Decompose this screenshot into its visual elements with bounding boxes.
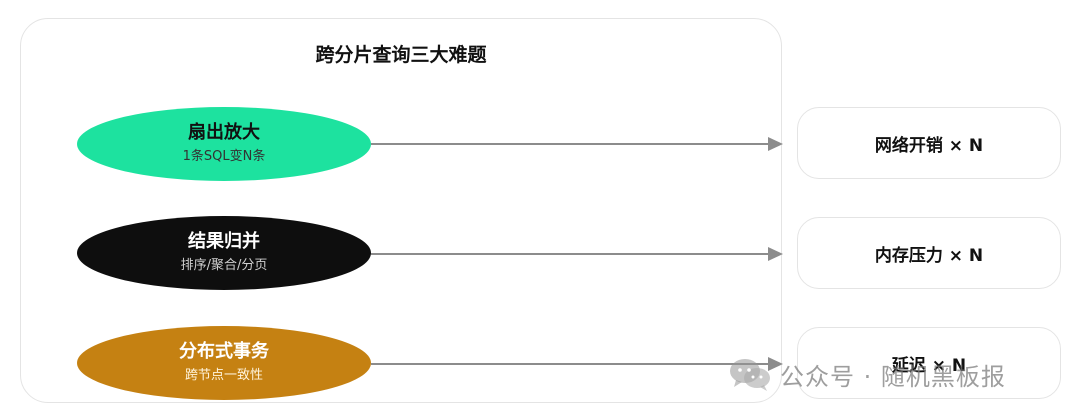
- arrow-head: [768, 247, 783, 261]
- wechat-icon: [730, 359, 770, 391]
- problem-label: 分布式事务: [179, 341, 269, 362]
- problem-ellipse-merge: 结果归并 排序/聚合/分页: [77, 216, 371, 290]
- watermark: 公众号 · 随机黑板报: [728, 356, 1006, 392]
- problem-label: 扇出放大: [188, 122, 260, 143]
- arrow-line: [371, 143, 770, 145]
- effect-box-latency: 延迟 × N: [797, 327, 1061, 399]
- problem-ellipse-transaction: 分布式事务 跨节点一致性: [77, 326, 371, 400]
- arrow-line: [371, 363, 770, 365]
- problem-label: 结果归并: [188, 231, 260, 252]
- watermark-text: 公众号 · 随机黑板报: [780, 362, 1006, 391]
- problem-ellipse-fanout: 扇出放大 1条SQL变N条: [77, 107, 371, 181]
- effect-box-network: 网络开销 × N: [797, 107, 1061, 179]
- arrow-line: [371, 253, 770, 255]
- problem-sublabel: 排序/聚合/分页: [180, 258, 268, 273]
- effect-box-memory: 内存压力 × N: [797, 217, 1061, 289]
- problem-sublabel: 跨节点一致性: [184, 368, 263, 383]
- diagram-title: 跨分片查询三大难题: [315, 44, 487, 66]
- arrow-head: [768, 357, 783, 371]
- arrow-head: [768, 137, 783, 151]
- problem-sublabel: 1条SQL变N条: [182, 149, 266, 164]
